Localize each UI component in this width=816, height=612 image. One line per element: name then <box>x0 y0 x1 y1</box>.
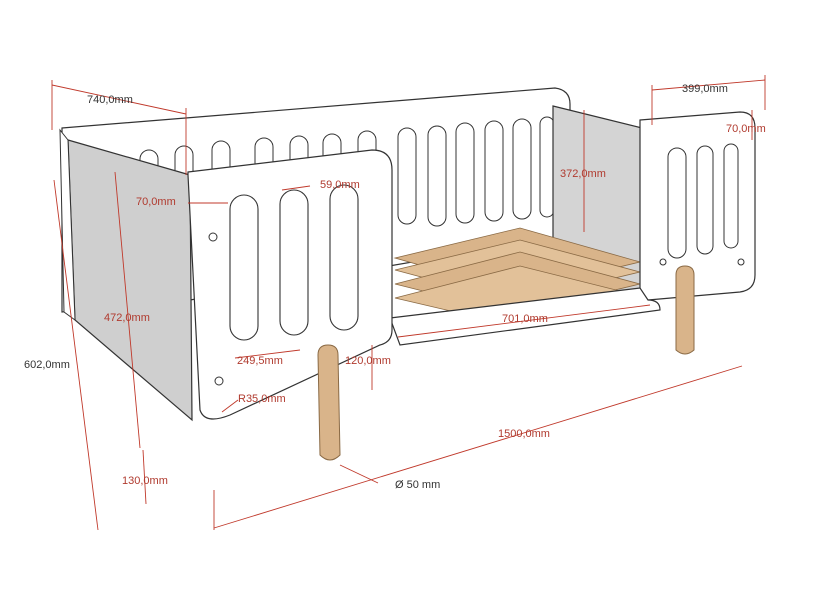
dim-leg-diameter: Ø 50 mm <box>395 479 440 491</box>
dim-total-length: 1500,0mm <box>498 428 550 440</box>
front-rail <box>389 287 661 346</box>
rear-leg <box>675 265 695 355</box>
dim-corner-radius: R35,0mm <box>238 393 286 405</box>
dimension-labels: 740,0mm 399,0mm 70,0mm 372,0mm 59,0mm 70… <box>24 83 766 491</box>
left-end-panel <box>59 128 193 422</box>
dim-floor-clearance: 130,0mm <box>122 475 168 487</box>
right-end-frame <box>639 111 756 301</box>
front-head-panel <box>187 149 393 420</box>
dim-inner-length: 701,0mm <box>502 313 548 325</box>
dimension-lines <box>51 75 766 531</box>
dim-inner-height: 472,0mm <box>104 312 150 324</box>
dim-total-height: 602,0mm <box>24 359 70 371</box>
dim-side-slot-height: 372,0mm <box>560 168 606 180</box>
dim-leg-height: 120,0mm <box>345 355 391 367</box>
dim-opening-width: 249,5mm <box>237 355 283 367</box>
dim-total-depth: 740,0mm <box>87 94 133 106</box>
dim-side-rail: 70,0mm <box>136 196 176 208</box>
dim-end-panel-width: 399,0mm <box>682 83 728 95</box>
dim-slot-width: 59,0mm <box>320 179 360 191</box>
dim-top-rail: 70,0mm <box>726 123 766 135</box>
front-leg <box>317 344 341 461</box>
